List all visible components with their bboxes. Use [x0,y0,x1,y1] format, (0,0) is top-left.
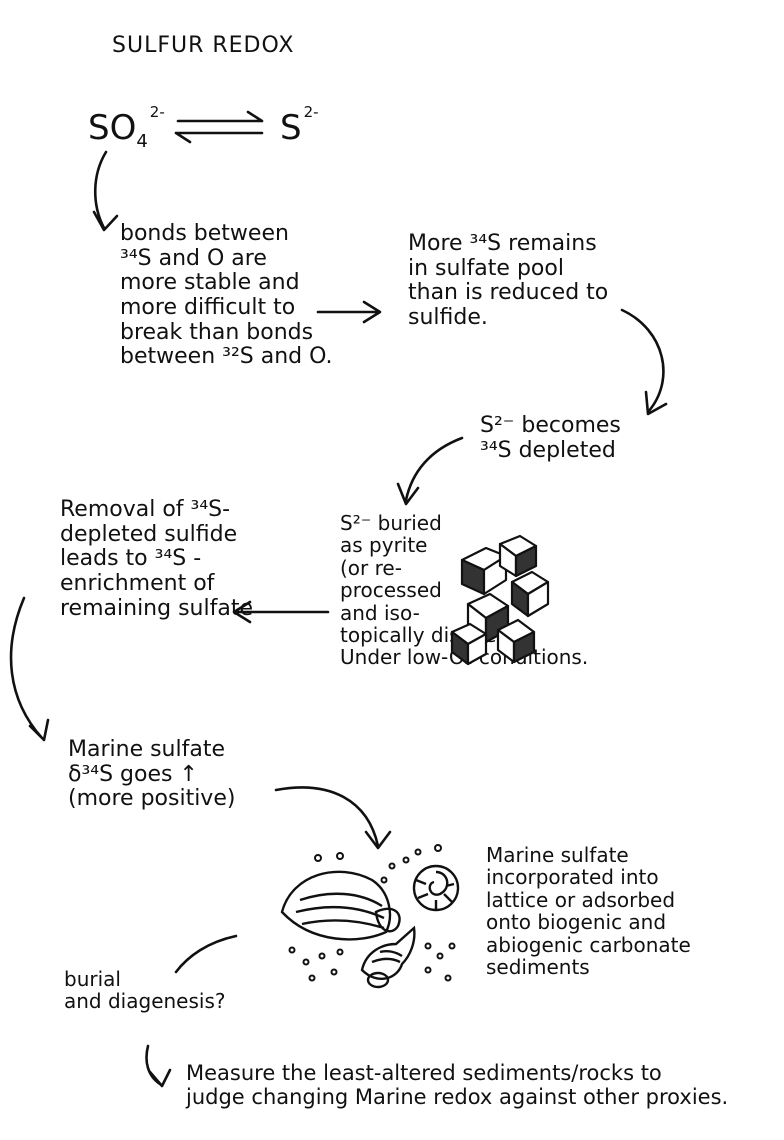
arrow-pool-to-depleted [620,308,668,416]
sulfate-enrichment-note: Removal of ³⁴S- depleted sulfide leads t… [60,497,253,621]
page-title: SULFUR REDOX [112,33,295,58]
arrow-burial-to-measure [145,1044,172,1088]
marine-sulfate-note: Marine sulfate δ³⁴S goes ↑ (more positiv… [68,737,236,812]
sulfate-charge: 2- [149,103,165,121]
arrow-equation-to-bonds [92,150,119,232]
carbonate-incorporation-note: Marine sulfate incorporated into lattice… [486,843,691,979]
diagenesis-note: burial and diagenesis? [64,967,226,1014]
shell-icon [280,870,401,941]
snail-shell-icon [360,925,416,989]
arrow-bonds-to-pool [316,300,382,324]
arrow-removal-to-marine [9,596,50,742]
carbonate-grains-icon [288,844,456,982]
sulfate-subscript: 4 [136,131,148,152]
equilibrium-arrow-icon [174,110,264,144]
sulfate-pool-note: More ³⁴S remains in sulfate pool than is… [408,231,609,330]
sulfate-base: SO [88,108,137,148]
ammonite-icon [412,864,460,912]
sulfate-species: SO42- [88,104,165,152]
burial-connector-line [174,934,238,974]
measurement-note: Measure the least-altered sediments/rock… [186,1061,729,1109]
sulfide-base: S [280,108,302,148]
arrow-buried-to-removal [232,600,330,624]
bond-stability-note: bonds between ³⁴S and O are more stable … [120,221,333,370]
sulfide-charge: 2- [303,103,319,121]
arrow-depleted-to-buried [396,436,464,506]
sulfide-depleted-note: S²⁻ becomes ³⁴S depleted [480,413,621,463]
arrow-marine-to-carbonate [274,786,392,850]
pyrite-crystals-icon [450,534,550,666]
